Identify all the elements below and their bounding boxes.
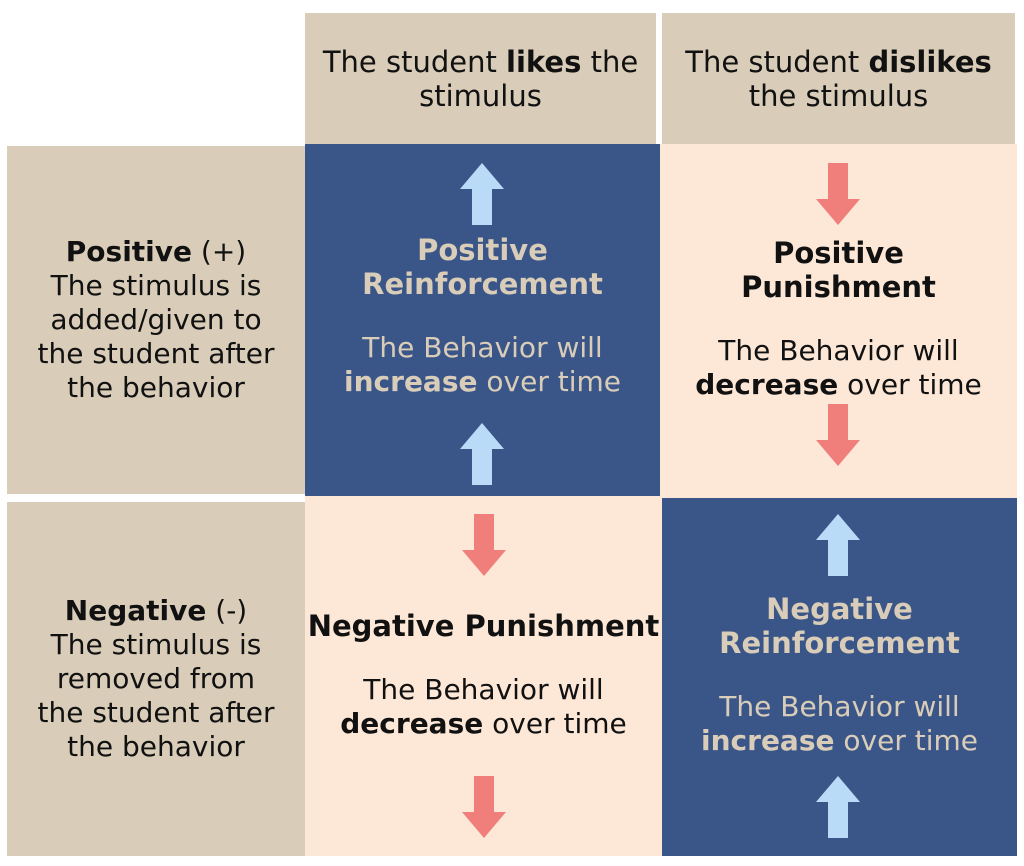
negative-punishment-desc: The Behavior will decrease over time bbox=[340, 673, 627, 740]
arrow-down-icon bbox=[816, 404, 860, 466]
header-likes-text: The student likes the stimulus bbox=[322, 44, 639, 113]
arrow-down-icon bbox=[462, 514, 506, 576]
negative-reinforcement-title: Negative Reinforcement bbox=[719, 592, 960, 660]
row-label-negative-text: Negative (-) The stimulus is removed fro… bbox=[37, 594, 275, 763]
header-dislikes-text: The student dislikes the stimulus bbox=[685, 44, 992, 113]
positive-punishment-desc: The Behavior will decrease over time bbox=[695, 334, 982, 401]
negative-punishment-title: Negative Punishment bbox=[307, 609, 660, 643]
arrow-up-icon bbox=[460, 163, 504, 225]
arrow-up-icon bbox=[460, 423, 504, 485]
arrow-up-icon bbox=[816, 776, 860, 838]
row-label-negative: Negative (-) The stimulus is removed fro… bbox=[7, 502, 305, 856]
negative-reinforcement-desc: The Behavior will increase over time bbox=[701, 690, 978, 757]
arrow-up-icon bbox=[816, 514, 860, 576]
arrow-down-icon bbox=[816, 163, 860, 225]
arrow-down-icon bbox=[462, 776, 506, 838]
row-label-positive-text: Positive (+) The stimulus is added/given… bbox=[37, 235, 275, 404]
positive-reinforcement-desc: The Behavior will increase over time bbox=[344, 331, 621, 398]
row-label-positive: Positive (+) The stimulus is added/given… bbox=[7, 146, 305, 494]
positive-reinforcement-title: Positive Reinforcement bbox=[362, 233, 603, 301]
header-dislikes-cell: The student dislikes the stimulus bbox=[662, 13, 1015, 144]
header-likes-cell: The student likes the stimulus bbox=[305, 13, 656, 144]
cell-positive-punishment: Positive Punishment The Behavior will de… bbox=[660, 144, 1017, 498]
positive-punishment-title: Positive Punishment bbox=[741, 236, 936, 304]
